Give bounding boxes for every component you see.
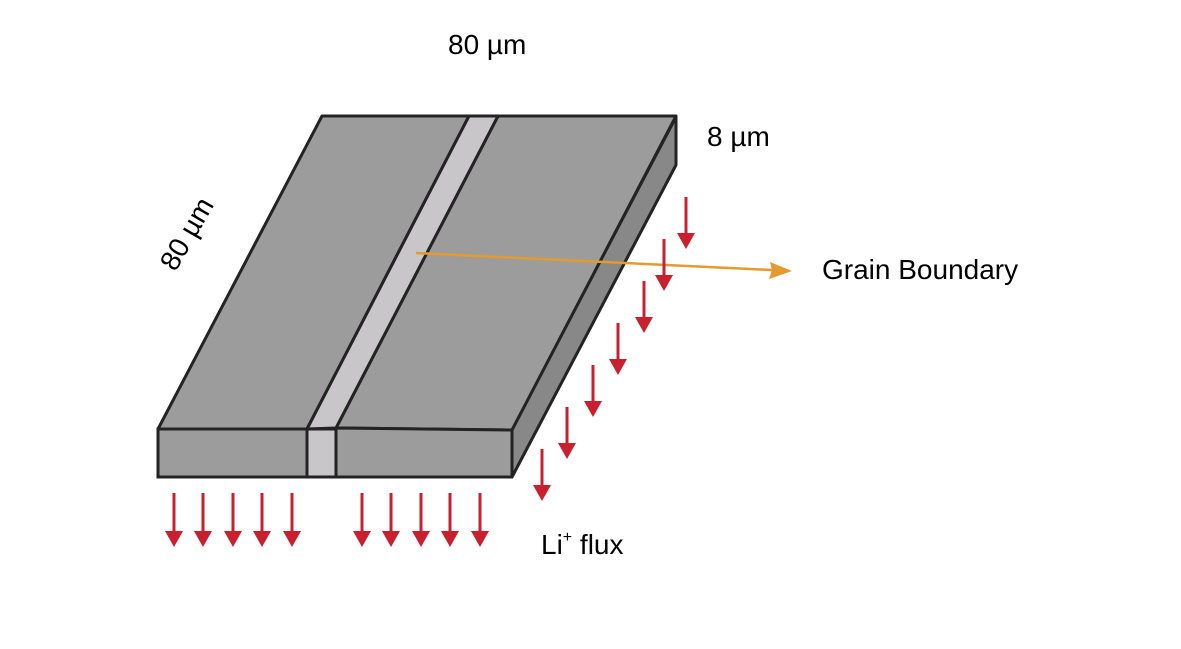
flux-arrow	[253, 493, 271, 547]
li-flux-front-arrows	[165, 493, 489, 547]
li-flux-superscript: +	[562, 529, 573, 546]
flux-arrow	[283, 493, 301, 547]
li-flux-suffix: flux	[572, 529, 624, 560]
li-flux-prefix: Li	[541, 529, 563, 560]
flux-arrow	[533, 449, 551, 501]
flux-arrow	[558, 407, 576, 459]
top-dimension-label: 80 µm	[448, 29, 527, 60]
flux-arrow	[441, 493, 459, 547]
thickness-label: 8 µm	[707, 121, 770, 152]
left-grain-front-face	[156, 427, 309, 479]
flux-arrow	[353, 493, 371, 547]
flux-arrow	[382, 493, 400, 547]
grain-boundary-pointer-arrow	[415, 251, 792, 279]
li-flux-side-arrows	[533, 197, 695, 501]
right-grain-front-face	[334, 426, 514, 479]
flux-arrow	[677, 197, 695, 249]
li-flux-label: Li+ flux	[541, 530, 624, 559]
flux-arrow	[194, 493, 212, 547]
flux-arrow	[412, 493, 430, 547]
grain-boundary-label: Grain Boundary	[822, 254, 1019, 285]
grain-boundary-front-face	[305, 427, 338, 479]
flux-arrow	[165, 493, 183, 547]
flux-arrow	[635, 281, 653, 333]
flux-arrow	[609, 323, 627, 375]
flux-arrow	[584, 365, 602, 417]
flux-arrow	[471, 493, 489, 547]
flux-arrow	[655, 239, 673, 291]
flux-arrow	[224, 493, 242, 547]
